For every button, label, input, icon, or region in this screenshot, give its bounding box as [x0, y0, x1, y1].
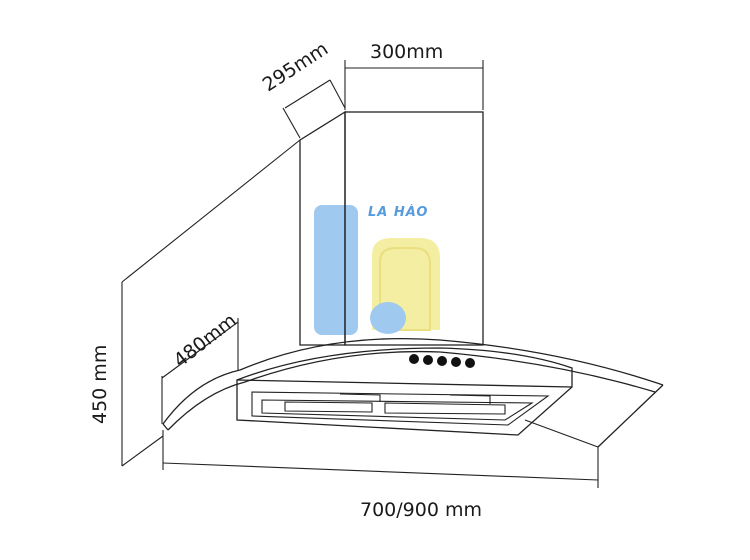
watermark-blue-circle [370, 302, 406, 334]
hood-body [236, 347, 573, 436]
dimension-width-top: 300mm [344, 41, 484, 110]
watermark-logo: LA HÀO [314, 204, 440, 335]
dimension-height: 450 mm [89, 139, 301, 467]
control-button [437, 356, 447, 366]
chimney [299, 110, 484, 346]
dimension-width-bottom-label: 700/900 mm [360, 499, 482, 521]
control-button [423, 355, 433, 365]
glass-canopy [162, 337, 664, 448]
control-button [465, 358, 475, 368]
dimension-height-label: 450 mm [89, 345, 111, 424]
dimension-hood-depth-label: 480mm [170, 309, 241, 371]
watermark-yellow-arch-inner [379, 247, 431, 331]
dimension-hood-depth: 480mm [161, 309, 241, 424]
control-button [409, 354, 419, 364]
dimension-width-bottom: 700/900 mm [162, 430, 599, 521]
dimension-width-top-label: 300mm [370, 41, 443, 63]
dimension-depth-top-label: 295mm [259, 38, 332, 96]
control-buttons [409, 354, 475, 368]
dimension-depth-top: 295mm [259, 38, 346, 139]
watermark-text: LA HÀO [368, 204, 428, 220]
watermark-blue-bar [314, 205, 358, 335]
control-button [451, 357, 461, 367]
